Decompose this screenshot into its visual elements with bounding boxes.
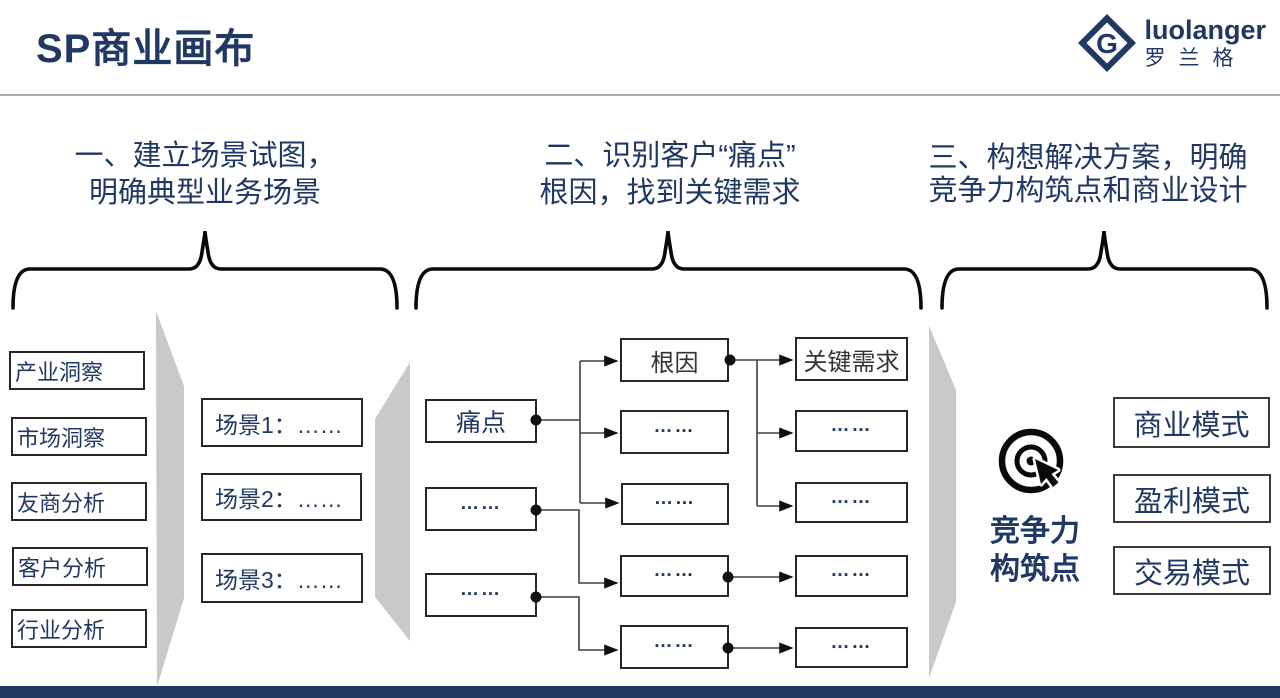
model-label: 商业模式	[1133, 409, 1250, 442]
analysis-box-competitor: 友商分析	[11, 482, 147, 521]
svg-text:G: G	[1097, 28, 1119, 59]
analysis-label: 客户分析	[18, 555, 107, 581]
phase-3-header: 三、构想解决方案，明确 竞争力构筑点和商业设计	[896, 142, 1280, 208]
scenario-label: 场景3：……	[215, 567, 343, 593]
gray-panel-3	[929, 326, 956, 678]
need-box-3: ……	[795, 482, 908, 523]
analysis-label: 友商分析	[17, 490, 106, 516]
scenario-label: 场景1：……	[215, 411, 343, 438]
dots-label: ……	[830, 560, 873, 582]
model-box-profit: 盈利模式	[1113, 474, 1271, 523]
model-label: 交易模式	[1133, 557, 1250, 590]
analysis-label: 市场洞察	[17, 425, 106, 451]
phase-1-line1: 一、建立场景试图，	[74, 140, 336, 172]
phase-3-line1: 三、构想解决方案，明确	[928, 142, 1248, 174]
key-need-label: 关键需求	[803, 348, 900, 376]
analysis-box-customer: 客户分析	[12, 547, 148, 586]
need-box-4: ……	[795, 555, 908, 597]
gray-panel-1	[156, 311, 184, 687]
logo-diamond-icon: G	[1078, 14, 1137, 72]
logo-brand-text-cn: 罗兰格	[1144, 47, 1247, 70]
model-box-transaction: 交易模式	[1113, 546, 1271, 595]
bottom-accent-bar	[0, 686, 1280, 698]
dots-label: ……	[460, 579, 502, 601]
root-box-2: ……	[620, 410, 729, 454]
company-logo: G luolanger 罗兰格	[1078, 14, 1266, 72]
pain-box-2: ……	[425, 487, 537, 531]
dots-label: ……	[654, 488, 696, 510]
dots-label: ……	[653, 416, 696, 438]
pain-label: 痛点	[455, 409, 506, 437]
phase-2-line1: 二、识别客户“痛点”	[544, 140, 796, 172]
gray-panel-2	[375, 362, 410, 641]
competitiveness-line2: 构筑点	[990, 553, 1080, 586]
pain-box-3: ……	[425, 573, 537, 617]
scenario-label: 场景2：……	[215, 486, 343, 512]
root-cause-label: 根因	[650, 349, 699, 377]
phase-3-line2: 竞争力构筑点和商业设计	[928, 175, 1248, 207]
dots-label: ……	[653, 560, 696, 582]
phase-2-line2: 根因，找到关键需求	[539, 177, 801, 209]
dots-label: ……	[830, 415, 873, 437]
overbrace-2	[414, 230, 923, 310]
competitiveness-line1: 竞争力	[990, 515, 1080, 548]
model-label: 盈利模式	[1133, 485, 1250, 518]
scenario-box-3: 场景3：……	[201, 553, 363, 603]
dots-label: ……	[830, 486, 873, 508]
title-divider	[0, 94, 1280, 96]
overbrace-1	[11, 230, 399, 310]
phase-1-header: 一、建立场景试图， 明确典型业务场景	[30, 138, 380, 212]
overbrace-3	[940, 230, 1269, 310]
scenario-box-1: 场景1：……	[201, 398, 363, 447]
root-box-4: ……	[620, 555, 729, 597]
model-box-business: 商业模式	[1113, 397, 1270, 448]
root-box-5: ……	[620, 625, 729, 669]
pain-point-box: 痛点	[425, 399, 537, 443]
phase-2-header: 二、识别客户“痛点” 根因，找到关键需求	[470, 138, 870, 212]
logo-brand-text: luolanger	[1144, 15, 1266, 45]
dots-label: ……	[830, 631, 873, 653]
analysis-box-market-insight: 市场洞察	[11, 417, 147, 456]
root-box-3: ……	[621, 483, 729, 525]
analysis-box-sector: 行业分析	[11, 609, 147, 648]
key-need-box: 关键需求	[795, 337, 908, 381]
target-cursor-icon	[998, 428, 1064, 494]
need-box-5: ……	[795, 627, 908, 668]
competitiveness-label: 竞争力 构筑点	[955, 513, 1115, 589]
dots-label: ……	[653, 631, 696, 653]
phase-1-line2: 明确典型业务场景	[88, 177, 321, 209]
need-box-2: ……	[795, 410, 908, 452]
analysis-label: 行业分析	[17, 617, 106, 643]
page-title: SP商业画布	[36, 27, 256, 71]
analysis-label: 产业洞察	[15, 359, 104, 385]
scenario-box-2: 场景2：……	[201, 473, 362, 521]
root-cause-box: 根因	[620, 338, 729, 382]
analysis-box-industry-insight: 产业洞察	[9, 351, 145, 390]
dots-label: ……	[460, 493, 502, 515]
